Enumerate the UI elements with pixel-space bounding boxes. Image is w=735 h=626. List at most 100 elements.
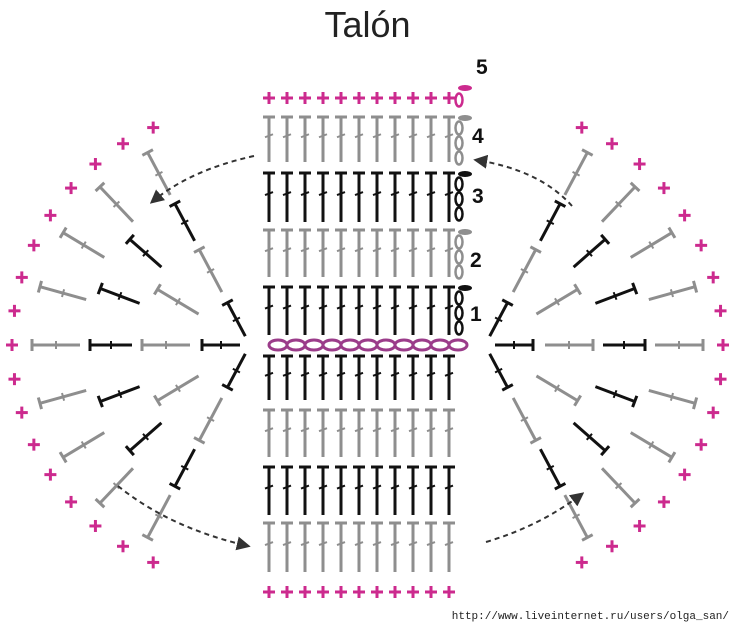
turning-chain-stitch	[454, 150, 464, 166]
cross-bar	[426, 191, 436, 196]
fan-top-bar	[36, 280, 43, 293]
fan-cross-bar	[206, 268, 215, 274]
credit-url: http://www.liveinternet.ru/users/olga_sa…	[451, 611, 729, 623]
fan-stitch-mark	[124, 233, 163, 269]
cross-bar	[264, 247, 274, 253]
cross-bar	[408, 133, 418, 139]
double-crochet-mark	[353, 171, 365, 222]
single-crochet-mark	[44, 209, 57, 222]
cross-bar	[264, 484, 274, 490]
cross-bar	[426, 133, 436, 139]
cross-bar	[336, 133, 346, 139]
fan-cross-bar	[614, 482, 623, 490]
cross-bar	[318, 541, 328, 546]
single-crochet-mark	[695, 239, 708, 252]
cross-bar	[354, 191, 364, 196]
single-crochet-mark	[335, 92, 347, 104]
cross-bar	[264, 427, 274, 433]
turning-chain-mark	[458, 229, 472, 235]
cross-bar	[354, 371, 364, 377]
fan-cross-bar	[175, 384, 181, 393]
fan-top-bar	[554, 199, 567, 208]
single-crochet-mark	[8, 373, 21, 386]
single-crochet-mark	[633, 519, 646, 532]
double-crochet-mark	[425, 465, 437, 515]
fan-top-bar	[58, 451, 68, 464]
turning-chain-stitch	[454, 120, 464, 136]
double-crochet-mark	[299, 228, 311, 277]
double-crochet-mark	[281, 408, 293, 457]
fan-cross-bar	[585, 249, 593, 257]
fan-top-bar	[600, 233, 611, 245]
cross-bar	[300, 304, 310, 310]
cross-bar	[390, 427, 400, 433]
double-crochet-mark	[263, 354, 275, 400]
double-crochet-mark	[335, 171, 347, 222]
fan-cross-bar	[180, 464, 189, 471]
cross-bar	[426, 247, 436, 253]
cross-bar	[318, 484, 328, 490]
fan-cross-bar	[614, 200, 623, 208]
fan-stitch-mark	[629, 226, 677, 259]
fan-stitch-mark	[655, 339, 705, 351]
fan-stitch-mark	[603, 339, 647, 351]
cross-bar	[426, 371, 436, 377]
double-crochet-mark	[425, 285, 437, 335]
double-crochet-mark	[425, 521, 437, 572]
double-crochet-mark	[389, 408, 401, 457]
row-label-2: 2	[470, 249, 482, 272]
double-crochet-mark	[389, 171, 401, 222]
double-crochet-mark	[263, 228, 275, 277]
single-crochet-mark	[281, 586, 293, 598]
turning-chain-mark	[458, 115, 472, 121]
double-crochet-mark	[317, 228, 329, 277]
single-crochet-mark	[717, 339, 729, 351]
chain-stitch	[285, 338, 307, 352]
fan-top-bar	[193, 436, 206, 445]
fan-top-bar	[631, 395, 639, 408]
turning-chain-mark	[458, 171, 472, 177]
cross-bar	[264, 541, 274, 546]
fan-stitch-mark	[563, 148, 594, 196]
fan-cross-bar	[206, 416, 215, 422]
double-crochet-mark	[371, 115, 383, 162]
arrow-top-left	[149, 155, 255, 204]
chain-stitch	[393, 338, 415, 352]
fan-stitch-mark	[539, 199, 567, 242]
single-crochet-mark	[116, 540, 129, 553]
double-crochet-mark	[335, 521, 347, 572]
single-crochet-mark	[317, 92, 329, 104]
cross-bar	[336, 541, 346, 546]
fan-cross-bar	[554, 384, 560, 393]
double-crochet-mark	[371, 521, 383, 572]
double-crochet-mark	[389, 354, 401, 400]
row-label-1: 1	[470, 303, 482, 326]
chain-stitch	[303, 338, 325, 352]
fan-top-bar	[153, 394, 162, 407]
fan-stitch-mark	[140, 339, 190, 351]
cross-bar	[408, 247, 418, 253]
cross-bar	[300, 191, 310, 196]
single-crochet-mark	[407, 92, 419, 104]
double-crochet-mark	[389, 465, 401, 515]
single-crochet-mark	[263, 92, 275, 104]
cross-bar	[444, 247, 454, 253]
cross-bar	[264, 304, 274, 310]
fan-top-bar	[600, 445, 611, 457]
cross-bar	[300, 133, 310, 139]
fan-cross-bar	[80, 440, 87, 449]
cross-bar	[408, 541, 418, 546]
fan-stitch-mark	[96, 282, 141, 305]
double-crochet-mark	[425, 228, 437, 277]
cross-bar	[408, 427, 418, 433]
double-crochet-mark	[263, 465, 275, 515]
turning-chain-stitch	[454, 92, 464, 108]
single-crochet-mark	[65, 495, 78, 508]
cross-bar	[354, 427, 364, 433]
left-fan	[6, 121, 247, 569]
double-crochet-mark	[317, 465, 329, 515]
double-crochet-mark	[353, 521, 365, 572]
single-crochet-mark	[147, 121, 160, 134]
single-crochet-mark	[15, 406, 28, 419]
